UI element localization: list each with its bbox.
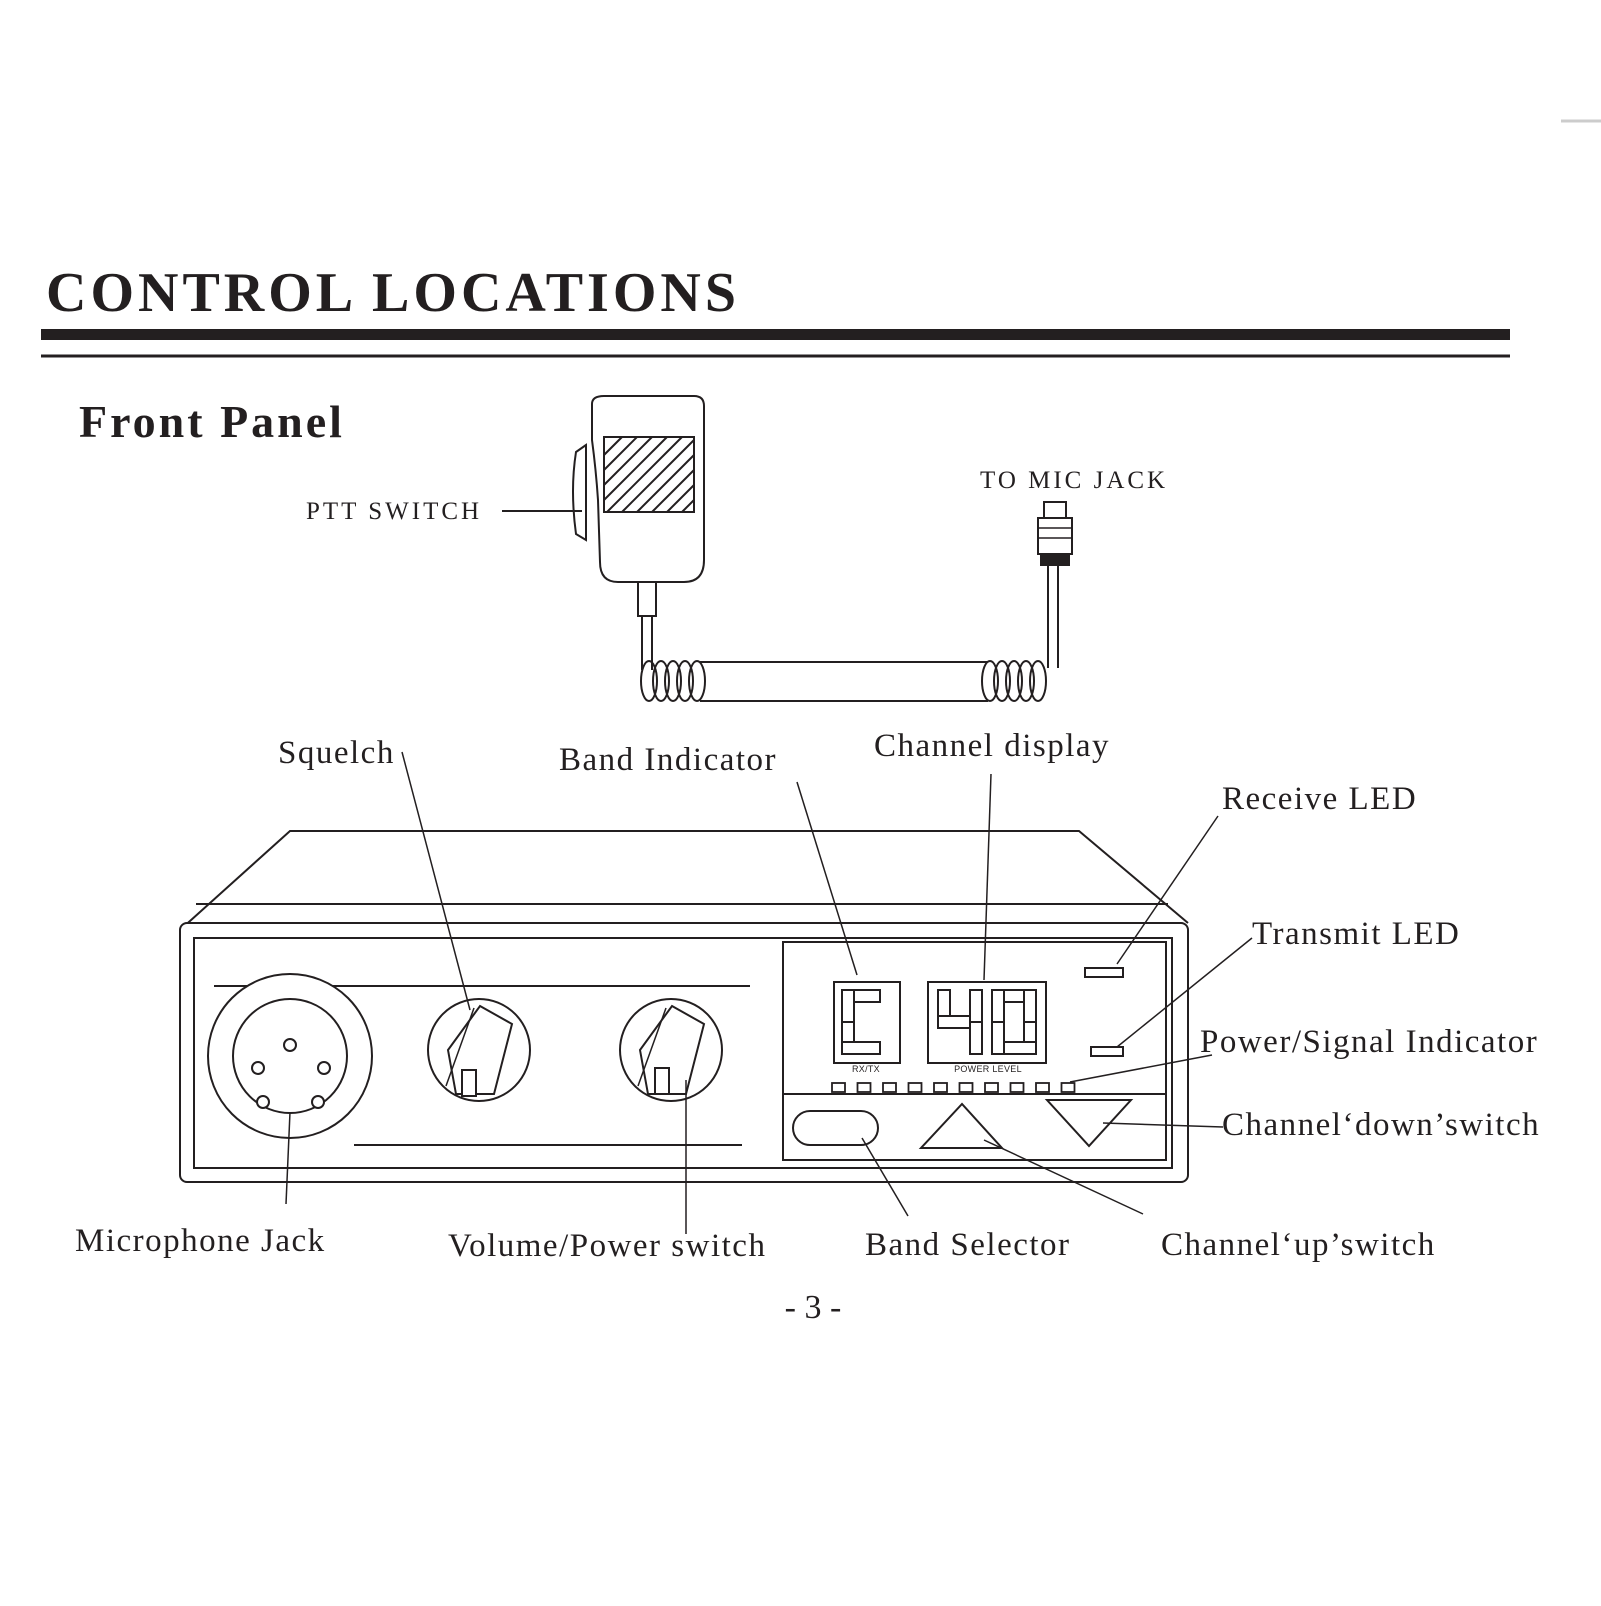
display-segment (969, 989, 983, 1023)
radio-front-bezel (193, 937, 1173, 1169)
cord-coil-loop (652, 660, 670, 702)
transmit-led (1090, 1046, 1124, 1057)
display-segment (991, 989, 1005, 1023)
radio-top-cover (179, 830, 1189, 931)
display-segment (969, 1021, 983, 1055)
power-level-led (1009, 1082, 1025, 1093)
channel-down-switch-label: Channel‘down’switch (1222, 1107, 1540, 1143)
channel-up-button (918, 1102, 1005, 1149)
power-signal-indicator-label: Power/Signal Indicator (1200, 1024, 1538, 1060)
power-level-led (831, 1082, 846, 1093)
power-level-led (958, 1082, 974, 1093)
power-level-led (856, 1082, 872, 1093)
channel-up-switch-label: Channel‘up’switch (1161, 1227, 1436, 1263)
volume-power-knob (619, 998, 723, 1102)
cord-coil-left (640, 660, 706, 702)
ptt-switch-label: PTT SWITCH (306, 498, 482, 525)
page-number: - 3 - (785, 1289, 842, 1326)
channel-display-label: Channel display (874, 728, 1110, 764)
section-subheading: Front Panel (79, 396, 345, 447)
microphone-jack-label: Microphone Jack (75, 1223, 326, 1259)
cord-coil-loop (688, 660, 706, 702)
receive-led-label: Receive LED (1222, 781, 1417, 817)
cord-coil-right (981, 660, 1047, 702)
display-segment (841, 989, 855, 1023)
power-signal-indicator (831, 1082, 1076, 1093)
cord-coil-loop (1029, 660, 1047, 702)
power-level-led (1060, 1082, 1076, 1093)
rx-tx-label: RX/TX (852, 1064, 880, 1074)
display-segment (841, 1041, 881, 1055)
squelch-knob (427, 998, 531, 1102)
mic-jack-plug-label: TO MIC JACK (980, 467, 1168, 494)
power-level-led (882, 1082, 897, 1093)
callout-leaders (285, 751, 1253, 1234)
grille-hatching (603, 436, 695, 513)
squelch-label: Squelch (278, 735, 395, 771)
power-level-label: POWER LEVEL (954, 1064, 1022, 1074)
power-level-led (907, 1082, 923, 1093)
cord-coil-loop (640, 660, 658, 702)
ptt-switch (572, 443, 587, 542)
band-indicator-digit (841, 989, 881, 1055)
band-selector-label: Band Selector (865, 1227, 1071, 1263)
band-indicator-label: Band Indicator (559, 742, 777, 778)
hand-microphone: PTT SWITCH TO MIC JACK (306, 395, 1168, 702)
channel-display-digits (937, 989, 1037, 1055)
power-level-led (1035, 1082, 1050, 1093)
cord-coil-loop (664, 660, 682, 702)
transmit-led-label: Transmit LED (1252, 916, 1460, 952)
display-segment (1023, 989, 1037, 1023)
power-level-led (984, 1082, 999, 1093)
page-heading: CONTROL LOCATIONS (46, 262, 740, 324)
cord-coil-loop (676, 660, 694, 702)
heading-rule-thick (41, 329, 1510, 340)
receive-led (1084, 967, 1124, 978)
display-segment (991, 1021, 1005, 1055)
cord-coil-loop (993, 660, 1011, 702)
cb-radio: RX/TX POWER LEVEL (179, 830, 1189, 1183)
microphone-jack (207, 973, 373, 1139)
cord-coil-loop (1017, 660, 1035, 702)
power-level-led (933, 1082, 948, 1093)
mic-plug (1037, 501, 1073, 566)
display-panel (782, 941, 1167, 1161)
volume-power-switch-label: Volume/Power switch (448, 1228, 766, 1264)
cord-coil-loop (1005, 660, 1023, 702)
cord-coil-loop (981, 660, 999, 702)
band-selector-button (792, 1110, 879, 1146)
cord-strain-relief (637, 581, 657, 617)
